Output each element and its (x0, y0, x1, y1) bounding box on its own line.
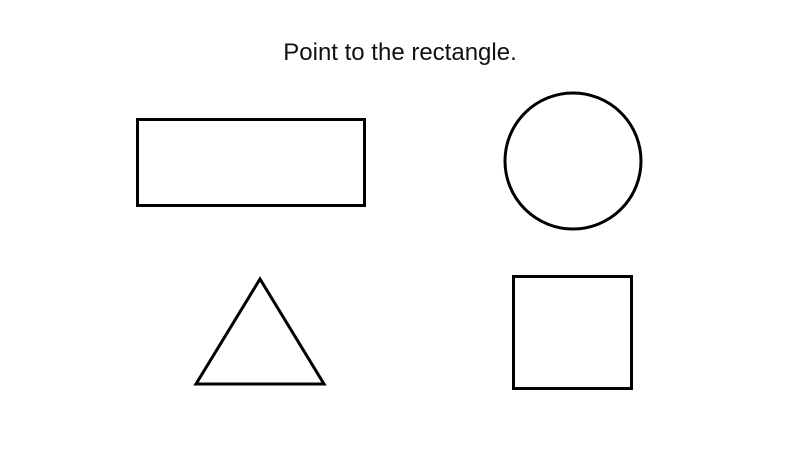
triangle-shape[interactable] (193, 276, 327, 386)
instruction-text: Point to the rectangle. (283, 39, 517, 66)
rectangle-shape[interactable] (136, 118, 366, 207)
circle-shape[interactable] (503, 91, 643, 231)
square-shape[interactable] (512, 275, 633, 390)
